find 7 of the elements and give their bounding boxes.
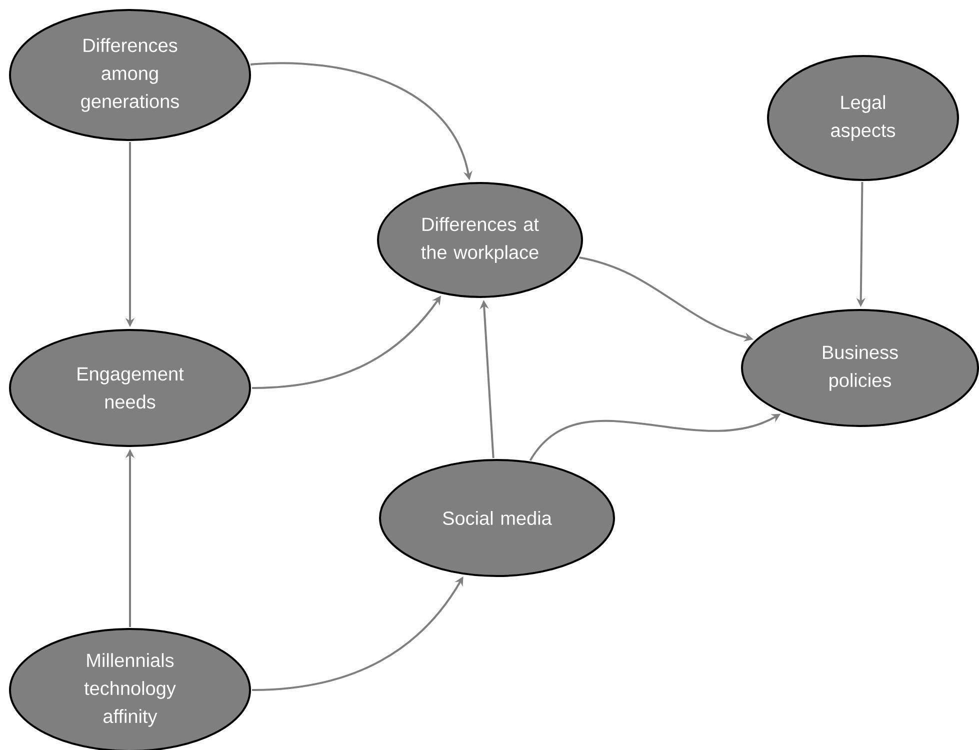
ellipse-node: Social media [379,459,615,577]
ellipse-node: Business policies [741,309,979,427]
ellipse-node: Differences at the workplace [377,182,583,298]
ellipse-node: Millennials technology affinity [9,628,251,750]
ellipse-node: Legal aspects [767,55,960,181]
ellipse-node: Engagement needs [9,329,251,447]
ellipse-node: Differences among generations [9,9,251,141]
